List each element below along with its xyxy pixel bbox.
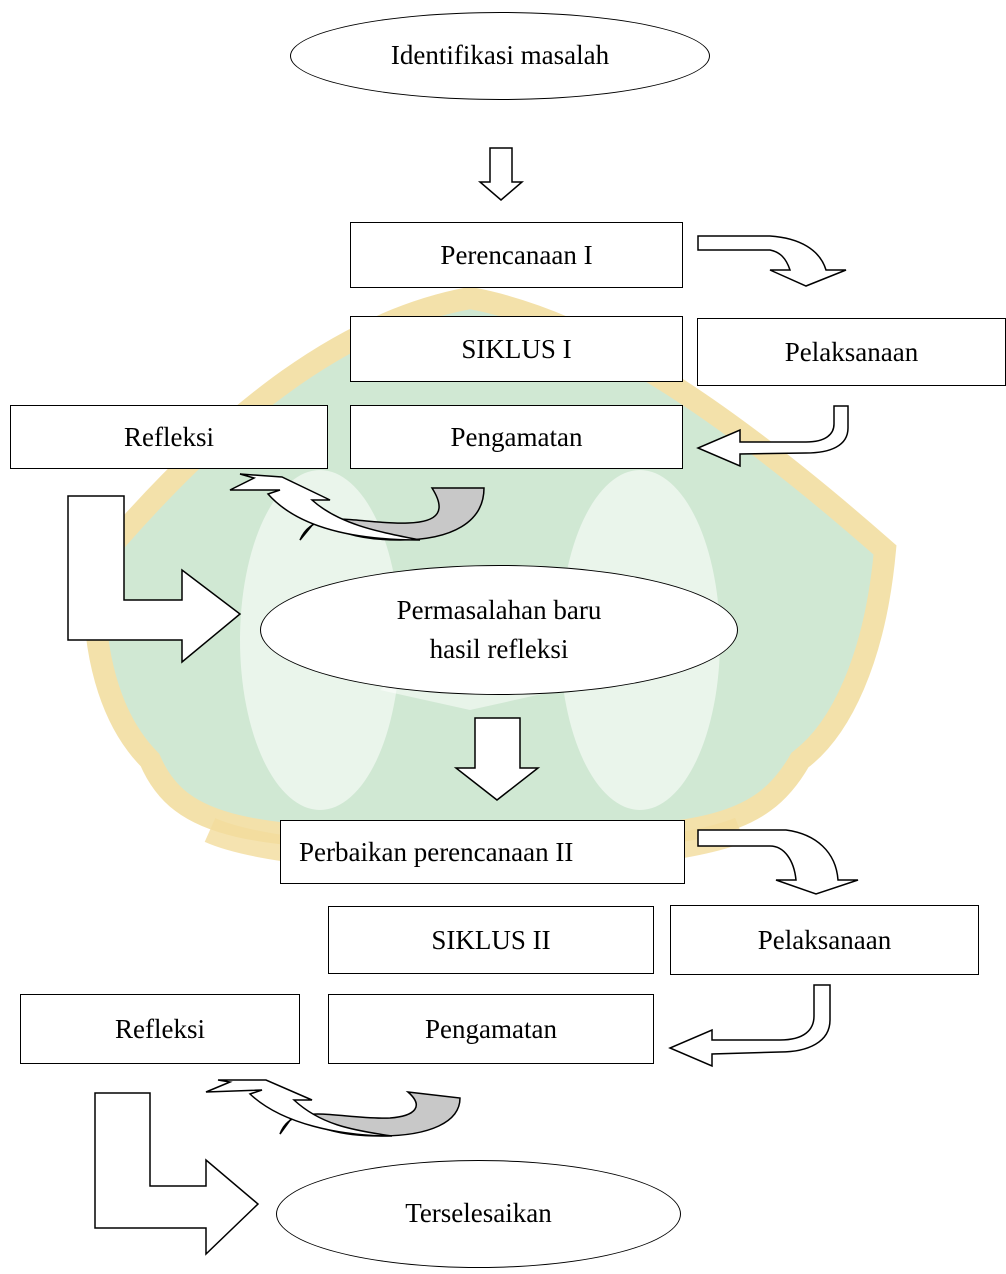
siklus-1-box: SIKLUS I — [350, 316, 683, 382]
permasalahan-label-line1: Permasalahan baru — [396, 594, 602, 625]
pengamatan-1-label: Pengamatan — [450, 421, 583, 452]
pengamatan-2-label: Pengamatan — [425, 1013, 557, 1044]
curved-arrow-to-pelaksanaan-1 — [697, 235, 847, 287]
return-arrow-1 — [229, 473, 421, 541]
l-arrow-to-permasalahan — [67, 495, 242, 664]
terselesaikan-oval: Terselesaikan — [276, 1160, 681, 1268]
curved-arrow-to-pelaksanaan-2 — [697, 829, 859, 895]
refleksi-1-box: Refleksi — [10, 405, 328, 469]
down-arrow-1 — [477, 147, 525, 201]
refleksi-2-label: Refleksi — [115, 1013, 205, 1044]
permasalahan-label-line2: hasil refleksi — [429, 634, 569, 664]
pelaksanaan-1-label: Pelaksanaan — [784, 336, 919, 367]
curved-arrow-to-pengamatan-1 — [696, 405, 849, 468]
down-arrow-2 — [453, 717, 541, 801]
terselesaikan-label: Terselesaikan — [405, 1198, 552, 1229]
return-arrow-2 — [205, 1079, 393, 1137]
refleksi-2-box: Refleksi — [20, 994, 300, 1064]
siklus-2-label: SIKLUS II — [431, 924, 551, 955]
refleksi-1-label: Refleksi — [124, 421, 214, 452]
siklus-1-label: SIKLUS I — [461, 333, 572, 364]
l-arrow-to-terselesaikan — [94, 1092, 260, 1256]
perencanaan-1-label: Perencanaan I — [440, 239, 593, 270]
perbaikan-2-label: Perbaikan perencanaan II — [299, 836, 574, 867]
permasalahan-oval: Permasalahan baru hasil refleksi — [260, 565, 738, 695]
perbaikan-2-box: Perbaikan perencanaan II — [280, 820, 685, 884]
identifikasi-oval: Identifikasi masalah — [290, 12, 710, 100]
siklus-2-box: SIKLUS II — [328, 906, 654, 974]
pengamatan-1-box: Pengamatan — [350, 405, 683, 469]
identifikasi-label: Identifikasi masalah — [390, 40, 610, 71]
pelaksanaan-1-box: Pelaksanaan — [697, 318, 1006, 386]
perencanaan-1-box: Perencanaan I — [350, 222, 683, 288]
pelaksanaan-2-box: Pelaksanaan — [670, 905, 979, 975]
curved-arrow-to-pengamatan-2 — [668, 984, 831, 1068]
pengamatan-2-box: Pengamatan — [328, 994, 654, 1064]
pelaksanaan-2-label: Pelaksanaan — [757, 924, 892, 955]
